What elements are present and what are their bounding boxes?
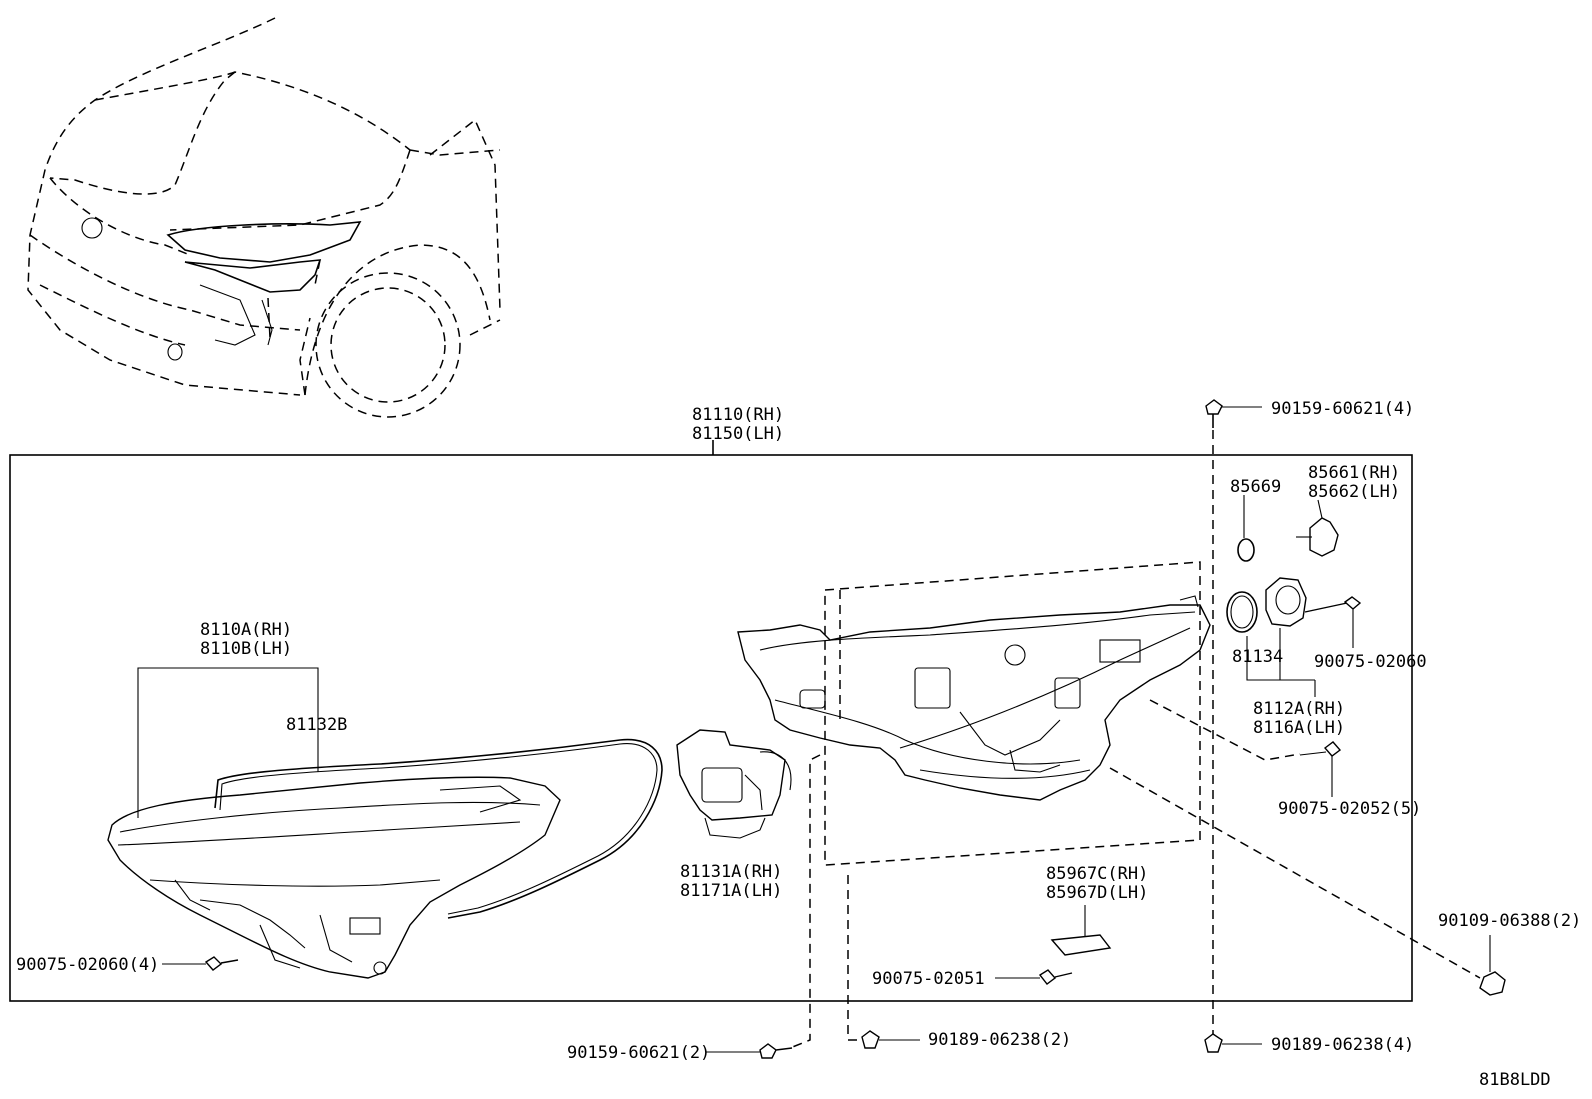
label-bracket-rh: 81131A(RH) bbox=[680, 862, 782, 882]
screw-right-icon bbox=[1304, 596, 1362, 613]
label-oring-large: 81134 bbox=[1232, 647, 1283, 667]
label-screw-60621-2: 90159-60621(2) bbox=[567, 1043, 710, 1063]
label-assy-lh: 81150(LH) bbox=[692, 424, 784, 444]
screw-02051-icon bbox=[1038, 969, 1073, 985]
bolt-top-icon bbox=[1205, 399, 1223, 428]
bulb-socket bbox=[1296, 499, 1339, 557]
label-unit-rh: 8112A(RH) bbox=[1253, 699, 1345, 719]
small-o-ring bbox=[1237, 538, 1255, 562]
label-cover-lh: 85967D(LH) bbox=[1046, 883, 1148, 903]
clip-bottom-right-icon bbox=[1204, 1033, 1223, 1053]
label-socket-rh: 85661(RH) bbox=[1308, 463, 1400, 483]
gasket-seal bbox=[214, 738, 663, 919]
label-assy-rh: 81110(RH) bbox=[692, 405, 784, 425]
assembly-frame bbox=[9, 454, 1413, 1002]
label-screw-02060-right: 90075-02060 bbox=[1314, 652, 1427, 672]
clip-bottom-middle-icon bbox=[861, 1030, 880, 1049]
label-unit-lh: 8116A(LH) bbox=[1253, 718, 1345, 738]
bolt-bottom-left-icon bbox=[759, 1043, 793, 1059]
label-screw-02060-4: 90075-02060(4) bbox=[16, 955, 159, 975]
nut-06388-icon bbox=[1479, 971, 1506, 996]
label-socket-lh: 85662(LH) bbox=[1308, 482, 1400, 502]
label-screw-06388-2: 90109-06388(2) bbox=[1438, 911, 1581, 931]
label-gasket: 81132B bbox=[286, 715, 347, 735]
label-bracket-lh: 81171A(LH) bbox=[680, 881, 782, 901]
headlamp-bracket bbox=[676, 729, 792, 839]
screw-02052-icon bbox=[1323, 741, 1342, 757]
vehicle-front-illustration bbox=[27, 17, 501, 418]
headlamp-cover bbox=[1050, 905, 1112, 956]
label-oring-small: 85669 bbox=[1230, 477, 1281, 497]
diagram-code: 81B8LDD bbox=[1479, 1070, 1551, 1090]
label-cover-rh: 85967C(RH) bbox=[1046, 864, 1148, 884]
headlamp-unit bbox=[1265, 577, 1307, 627]
label-screw-02051: 90075-02051 bbox=[872, 969, 985, 989]
screw-02060-left-icon bbox=[204, 956, 239, 971]
label-clip-06238-2: 90189-06238(2) bbox=[928, 1030, 1071, 1050]
label-lens-lh: 8110B(LH) bbox=[200, 639, 292, 659]
label-clip-06238-4: 90189-06238(4) bbox=[1271, 1035, 1414, 1055]
label-screw-60621-4: 90159-60621(4) bbox=[1271, 399, 1414, 419]
large-o-ring bbox=[1226, 591, 1258, 633]
label-screw-02052-5: 90075-02052(5) bbox=[1278, 799, 1421, 819]
headlamp-body bbox=[737, 595, 1211, 801]
headlamp-lens-housing bbox=[107, 776, 561, 979]
label-lens-rh: 8110A(RH) bbox=[200, 620, 292, 640]
